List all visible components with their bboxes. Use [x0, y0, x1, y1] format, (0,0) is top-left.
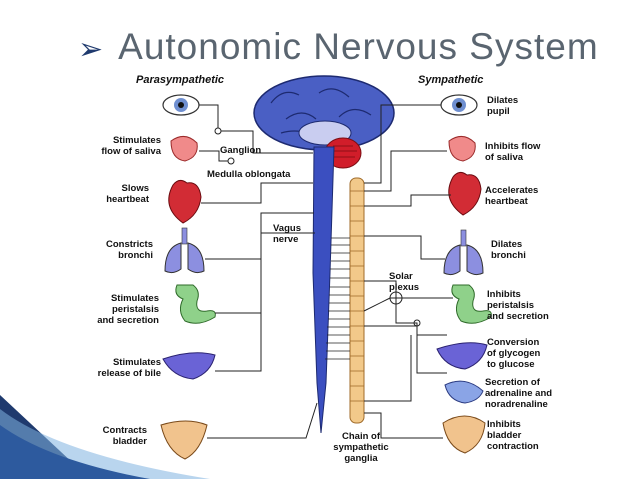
sympathetic-effect-adrenaline: Secretion of adrenaline and noradrenalin… [485, 377, 553, 410]
sympathetic-effect-bladder: Inhibits bladder contraction [487, 419, 539, 452]
salivary-gland-icon-left [170, 136, 198, 162]
sympathetic-effect-bronchi: Dilates bronchi [491, 239, 526, 261]
parasympathetic-effect-bile: Stimulates release of bile [97, 357, 161, 379]
stomach-icon-right [451, 284, 492, 324]
sympathetic-header: Sympathetic [418, 74, 484, 86]
lungs-icon-left [164, 227, 205, 274]
bladder-icon-right [442, 415, 486, 454]
parasympathetic-header: Parasympathetic [136, 74, 225, 86]
parasympathetic-effect-heart: Slows heartbeat [106, 183, 149, 205]
parasympathetic-effect-digestion: Stimulates peristalsis and secretion [97, 293, 159, 326]
ans-diagram-graphic [160, 75, 492, 460]
brain-icon [253, 75, 395, 151]
sympathetic-nerves [363, 104, 453, 439]
stomach-icon-left [175, 284, 216, 324]
sympathetic-effect-pupil: Dilates pupil [487, 95, 519, 117]
heart-icon-right [448, 171, 482, 216]
sympathetic-chain-label: Chain of sympathetic ganglia [333, 431, 389, 464]
sympathetic-effect-saliva: Inhibits flow of saliva [485, 141, 541, 163]
parasympathetic-effect-saliva: Stimulates flow of saliva [101, 135, 161, 157]
parasympathetic-effect-bladder: Contracts bladder [102, 425, 147, 447]
rami-connectors [325, 237, 350, 360]
bladder-icon-left [160, 420, 208, 460]
medulla-label: Medulla oblongata [207, 169, 291, 180]
heart-icon-left [168, 179, 202, 224]
sympathetic-effect-digestion: Inhibits peristalsis and secretion [487, 289, 549, 322]
arrow-bullet-icon: ➢ [78, 33, 105, 66]
sympathetic-effect-heart: Accelerates heartbeat [485, 185, 539, 207]
spinal-cord [312, 146, 335, 434]
sympathetic-chain [349, 177, 365, 424]
liver-icon-left [162, 352, 216, 380]
salivary-gland-icon-right [448, 136, 476, 162]
slide-title-text: Autonomic Nervous System [118, 26, 599, 67]
ganglion-label: Ganglion [220, 145, 262, 156]
vagus-nerve-label: Vagus nerve [273, 223, 301, 245]
solar-plexus-label: Solar plexus [389, 271, 420, 293]
ans-diagram: Parasympathetic Sympathetic Ganglion Med… [81, 73, 566, 466]
parasympathetic-effect-bronchi: Constricts bronchi [106, 239, 153, 261]
parasympathetic-nerves [199, 104, 318, 439]
liver-icon-right [436, 342, 488, 370]
corner-swoosh-decoration [0, 395, 210, 479]
eye-icon-right [440, 94, 478, 116]
eye-icon-left [162, 94, 200, 116]
sympathetic-effect-glycogen: Conversion of glycogen to glucose [487, 337, 541, 370]
adrenal-gland-icon [444, 380, 484, 404]
sympathetic-ganglia [350, 190, 364, 402]
lungs-icon-right [443, 229, 484, 276]
slide-title: ➢ Autonomic Nervous System [78, 26, 599, 68]
